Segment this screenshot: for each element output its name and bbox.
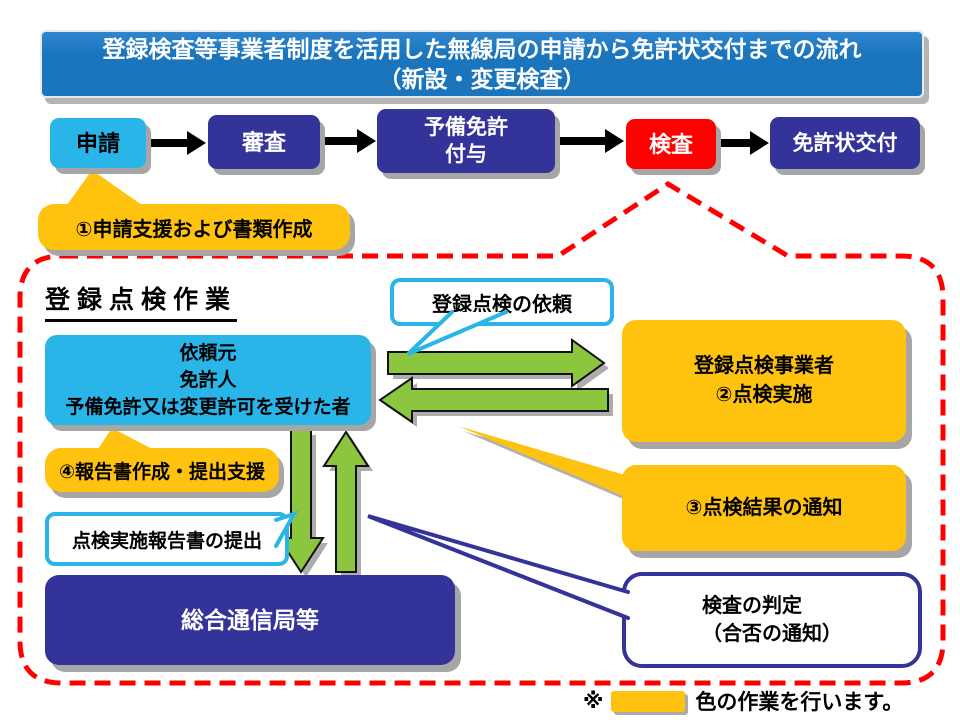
report-callout-label: 点検実施報告書の提出 <box>71 530 262 552</box>
green-arrow-up <box>322 430 370 573</box>
flow-step-label: 免許状交付 <box>792 131 898 155</box>
flow-arrow-2 <box>322 129 376 153</box>
flow-step-label: 検査 <box>648 131 693 157</box>
legend-text: 色の作業を行います。 <box>695 691 904 714</box>
requester-line: 免許人 <box>179 369 237 391</box>
requester-line: 依頼元 <box>179 342 237 364</box>
judgement-line: 検査の判定 <box>702 595 802 617</box>
slide-title-line1: 登録検査等事業者制度を活用した無線局の申請から免許状交付までの流れ <box>102 36 862 62</box>
slide-title-line2: （新設・変更検査） <box>378 66 586 92</box>
flow-step-label: 予備免許 <box>424 116 508 139</box>
flow-arrow-3 <box>558 129 624 153</box>
green-arrow-right-shadow <box>393 345 609 391</box>
flow-step-application: 申請 <box>50 118 146 168</box>
section-title: 登録点検作業 <box>45 280 238 322</box>
result-notice-wedge <box>458 426 642 504</box>
legend-gold-swatch <box>611 690 686 712</box>
report-callout: 点検実施報告書の提出 <box>45 512 289 566</box>
request-callout-label: 登録点検の依頼 <box>432 293 572 316</box>
requester-line: 予備免許又は変更許可を受けた者 <box>65 396 351 418</box>
flow-step-label: 申請 <box>75 130 120 156</box>
result-notice-box: ③点検結果の通知 <box>622 465 906 551</box>
flow-step-label: 付与 <box>445 143 487 166</box>
flow-step-license-issuance: 免許状交付 <box>770 117 920 169</box>
flow-step-examination: 審査 <box>208 115 320 169</box>
legend: ※ 色の作業を行います。 <box>583 686 903 716</box>
flow-step-inspection: 検査 <box>626 119 716 169</box>
support-callout-4-label: ④報告書作成・提出支援 <box>58 461 266 483</box>
support-callout-1-label: ①申請支援および書類作成 <box>75 218 313 241</box>
request-callout: 登録点検の依頼 <box>390 278 614 326</box>
judgement-callout: 検査の判定 （合否の通知） <box>622 572 922 668</box>
requester-box: 依頼元 免許人 予備免許又は変更許可を受けた者 <box>45 335 371 425</box>
slide-title: 登録検査等事業者制度を活用した無線局の申請から免許状交付までの流れ （新設・変更… <box>40 30 924 98</box>
inspector-box: 登録点検事業者 ②点検実施 <box>622 320 906 442</box>
result-wedge-shadow <box>463 431 647 509</box>
support-callout-1: ①申請支援および書類作成 <box>38 204 350 250</box>
support-callout-4: ④報告書作成・提出支援 <box>45 448 279 492</box>
flow-step-label: 審査 <box>241 129 286 155</box>
flow-arrow-1 <box>150 131 206 155</box>
bureau-box: 総合通信局等 <box>45 575 455 665</box>
green-arrow-right <box>387 338 606 388</box>
flow-step-preliminary-license: 予備免許 付与 <box>377 109 555 173</box>
judgement-line: （合否の通知） <box>702 623 842 645</box>
inspector-line: ②点検実施 <box>715 384 813 406</box>
flow-arrow-4 <box>718 131 769 155</box>
green-arrow-down-shadow <box>284 435 328 577</box>
green-arrow-up-shadow <box>329 437 373 577</box>
inspector-line: 登録点検事業者 <box>694 355 834 377</box>
green-arrow-left-shadow <box>385 383 613 427</box>
green-arrow-left <box>378 376 609 424</box>
bureau-label: 総合通信局等 <box>181 606 319 633</box>
legend-asterisk: ※ <box>583 689 604 713</box>
result-notice-label: ③点検結果の通知 <box>685 496 843 519</box>
